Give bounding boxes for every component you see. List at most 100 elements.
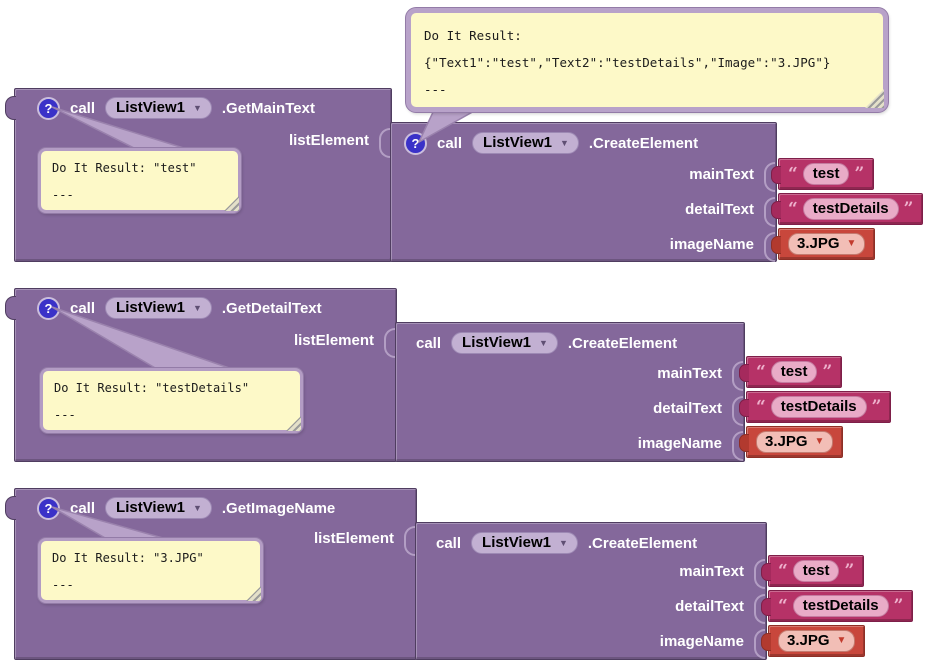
doit-result-dashes: --- — [52, 188, 74, 202]
chevron-down-icon: ▼ — [192, 502, 202, 513]
listelement-param-label: listElement — [288, 132, 369, 149]
doit-result-text: Do It Result: "3.JPG" — [52, 551, 204, 565]
component-dropdown[interactable]: ListView1 ▼ — [105, 497, 212, 519]
doit-result-dashes: --- — [52, 578, 74, 592]
open-quote: “ — [788, 199, 798, 219]
text-block-maintext[interactable]: “ test ” — [760, 555, 865, 587]
doit-result-dashes: --- — [54, 408, 76, 422]
call-label: call — [436, 534, 462, 552]
tooltip-title: Do It Result: — [424, 28, 522, 43]
open-quote: “ — [778, 561, 788, 581]
call-label: call — [416, 334, 442, 352]
image-dropdown[interactable]: 3.JPG ▼ — [756, 431, 834, 453]
maintext-socket — [732, 361, 743, 391]
imagename-socket — [764, 232, 775, 262]
image-dropdown-block[interactable]: 3.JPG ▼ — [760, 625, 866, 657]
text-field[interactable]: test — [792, 560, 840, 582]
call-label: call — [70, 299, 96, 317]
image-dropdown[interactable]: 3.JPG ▼ — [778, 630, 856, 652]
help-icon[interactable]: ? — [37, 496, 60, 520]
text-block-maintext[interactable]: “ test ” — [738, 356, 843, 388]
method-name: .GetDetailText — [221, 299, 322, 317]
component-dropdown[interactable]: ListView1 ▼ — [471, 532, 578, 554]
call-label: call — [70, 99, 96, 117]
help-icon[interactable]: ? — [37, 96, 60, 120]
help-icon[interactable]: ? — [37, 296, 60, 320]
imagename-socket — [754, 629, 765, 659]
text-block-detailtext[interactable]: “ testDetails ” — [760, 590, 914, 622]
image-dropdown-block[interactable]: 3.JPG ▼ — [770, 228, 876, 260]
detailtext-param-label: detailText — [653, 400, 722, 417]
tooltip-json: {"Text1":"test","Text2":"testDetails","I… — [424, 55, 831, 70]
help-icon[interactable]: ? — [404, 131, 427, 155]
text-field[interactable]: test — [802, 163, 850, 185]
maintext-param-label: mainText — [679, 563, 744, 580]
listelement-socket — [379, 128, 390, 158]
maintext-param-label: mainText — [657, 365, 722, 382]
doit-result-bubble[interactable]: Do It Result: "3.JPG" --- — [38, 538, 263, 603]
close-quote: ” — [903, 199, 914, 219]
component-dropdown[interactable]: ListView1 ▼ — [105, 97, 212, 119]
listelement-socket — [404, 526, 415, 556]
method-name: .GetMainText — [221, 99, 315, 117]
open-quote: “ — [756, 397, 766, 417]
chevron-down-icon: ▼ — [846, 238, 857, 249]
text-field[interactable]: testDetails — [770, 396, 867, 418]
doit-result-bubble[interactable]: Do It Result: "testDetails" --- — [40, 368, 303, 433]
doit-result-tooltip[interactable]: Do It Result: {"Text1":"test","Text2":"t… — [406, 8, 888, 112]
chevron-down-icon: ▼ — [558, 537, 568, 548]
imagename-param-label: imageName — [659, 633, 744, 650]
open-quote: “ — [756, 362, 766, 382]
method-name: .GetImageName — [221, 499, 336, 517]
text-field[interactable]: testDetails — [802, 198, 899, 220]
call-createelement-block[interactable]: ? call ListView1 ▼ .CreateElement mainTe… — [390, 122, 777, 262]
open-quote: “ — [778, 596, 788, 616]
call-createelement-block[interactable]: call ListView1 ▼ .CreateElement mainText… — [415, 522, 767, 660]
chevron-down-icon: ▼ — [192, 302, 202, 313]
close-quote: ” — [844, 561, 855, 581]
chevron-down-icon: ▼ — [836, 635, 847, 646]
component-name: ListView1 — [116, 499, 185, 516]
close-quote: ” — [871, 397, 882, 417]
output-plug — [5, 496, 16, 520]
detailtext-socket — [764, 197, 775, 227]
imagename-param-label: imageName — [637, 435, 722, 452]
component-name: ListView1 — [116, 299, 185, 316]
imagename-socket — [732, 431, 743, 461]
component-name: ListView1 — [116, 99, 185, 116]
component-dropdown[interactable]: ListView1 ▼ — [105, 297, 212, 319]
text-block-detailtext[interactable]: “ testDetails ” — [770, 193, 924, 225]
image-value: 3.JPG — [765, 433, 808, 450]
open-quote: “ — [788, 164, 798, 184]
call-label: call — [437, 134, 463, 152]
chevron-down-icon: ▼ — [814, 436, 825, 447]
detailtext-param-label: detailText — [685, 201, 754, 218]
chevron-down-icon: ▼ — [559, 137, 569, 148]
detailtext-socket — [754, 594, 765, 624]
component-name: ListView1 — [482, 534, 551, 551]
close-quote: ” — [822, 362, 833, 382]
doit-result-bubble[interactable]: Do It Result: "test" --- — [38, 148, 241, 213]
listelement-param-label: listElement — [313, 530, 394, 547]
listelement-socket — [384, 328, 395, 358]
detailtext-socket — [732, 396, 743, 426]
text-block-maintext[interactable]: “ test ” — [770, 158, 875, 190]
detailtext-param-label: detailText — [675, 598, 744, 615]
call-label: call — [70, 499, 96, 517]
text-block-detailtext[interactable]: “ testDetails ” — [738, 391, 892, 423]
image-value: 3.JPG — [787, 632, 830, 649]
component-name: ListView1 — [483, 134, 552, 151]
call-createelement-block[interactable]: call ListView1 ▼ .CreateElement mainText… — [395, 322, 745, 462]
component-dropdown[interactable]: ListView1 ▼ — [451, 332, 558, 354]
tooltip-dashes: --- — [424, 82, 447, 97]
image-dropdown[interactable]: 3.JPG ▼ — [788, 233, 866, 255]
method-name: .CreateElement — [567, 334, 678, 352]
text-field[interactable]: testDetails — [792, 595, 889, 617]
close-quote: ” — [893, 596, 904, 616]
image-dropdown-block[interactable]: 3.JPG ▼ — [738, 426, 844, 458]
chevron-down-icon: ▼ — [192, 102, 202, 113]
maintext-socket — [764, 162, 775, 192]
text-field[interactable]: test — [770, 361, 818, 383]
component-dropdown[interactable]: ListView1 ▼ — [472, 132, 579, 154]
